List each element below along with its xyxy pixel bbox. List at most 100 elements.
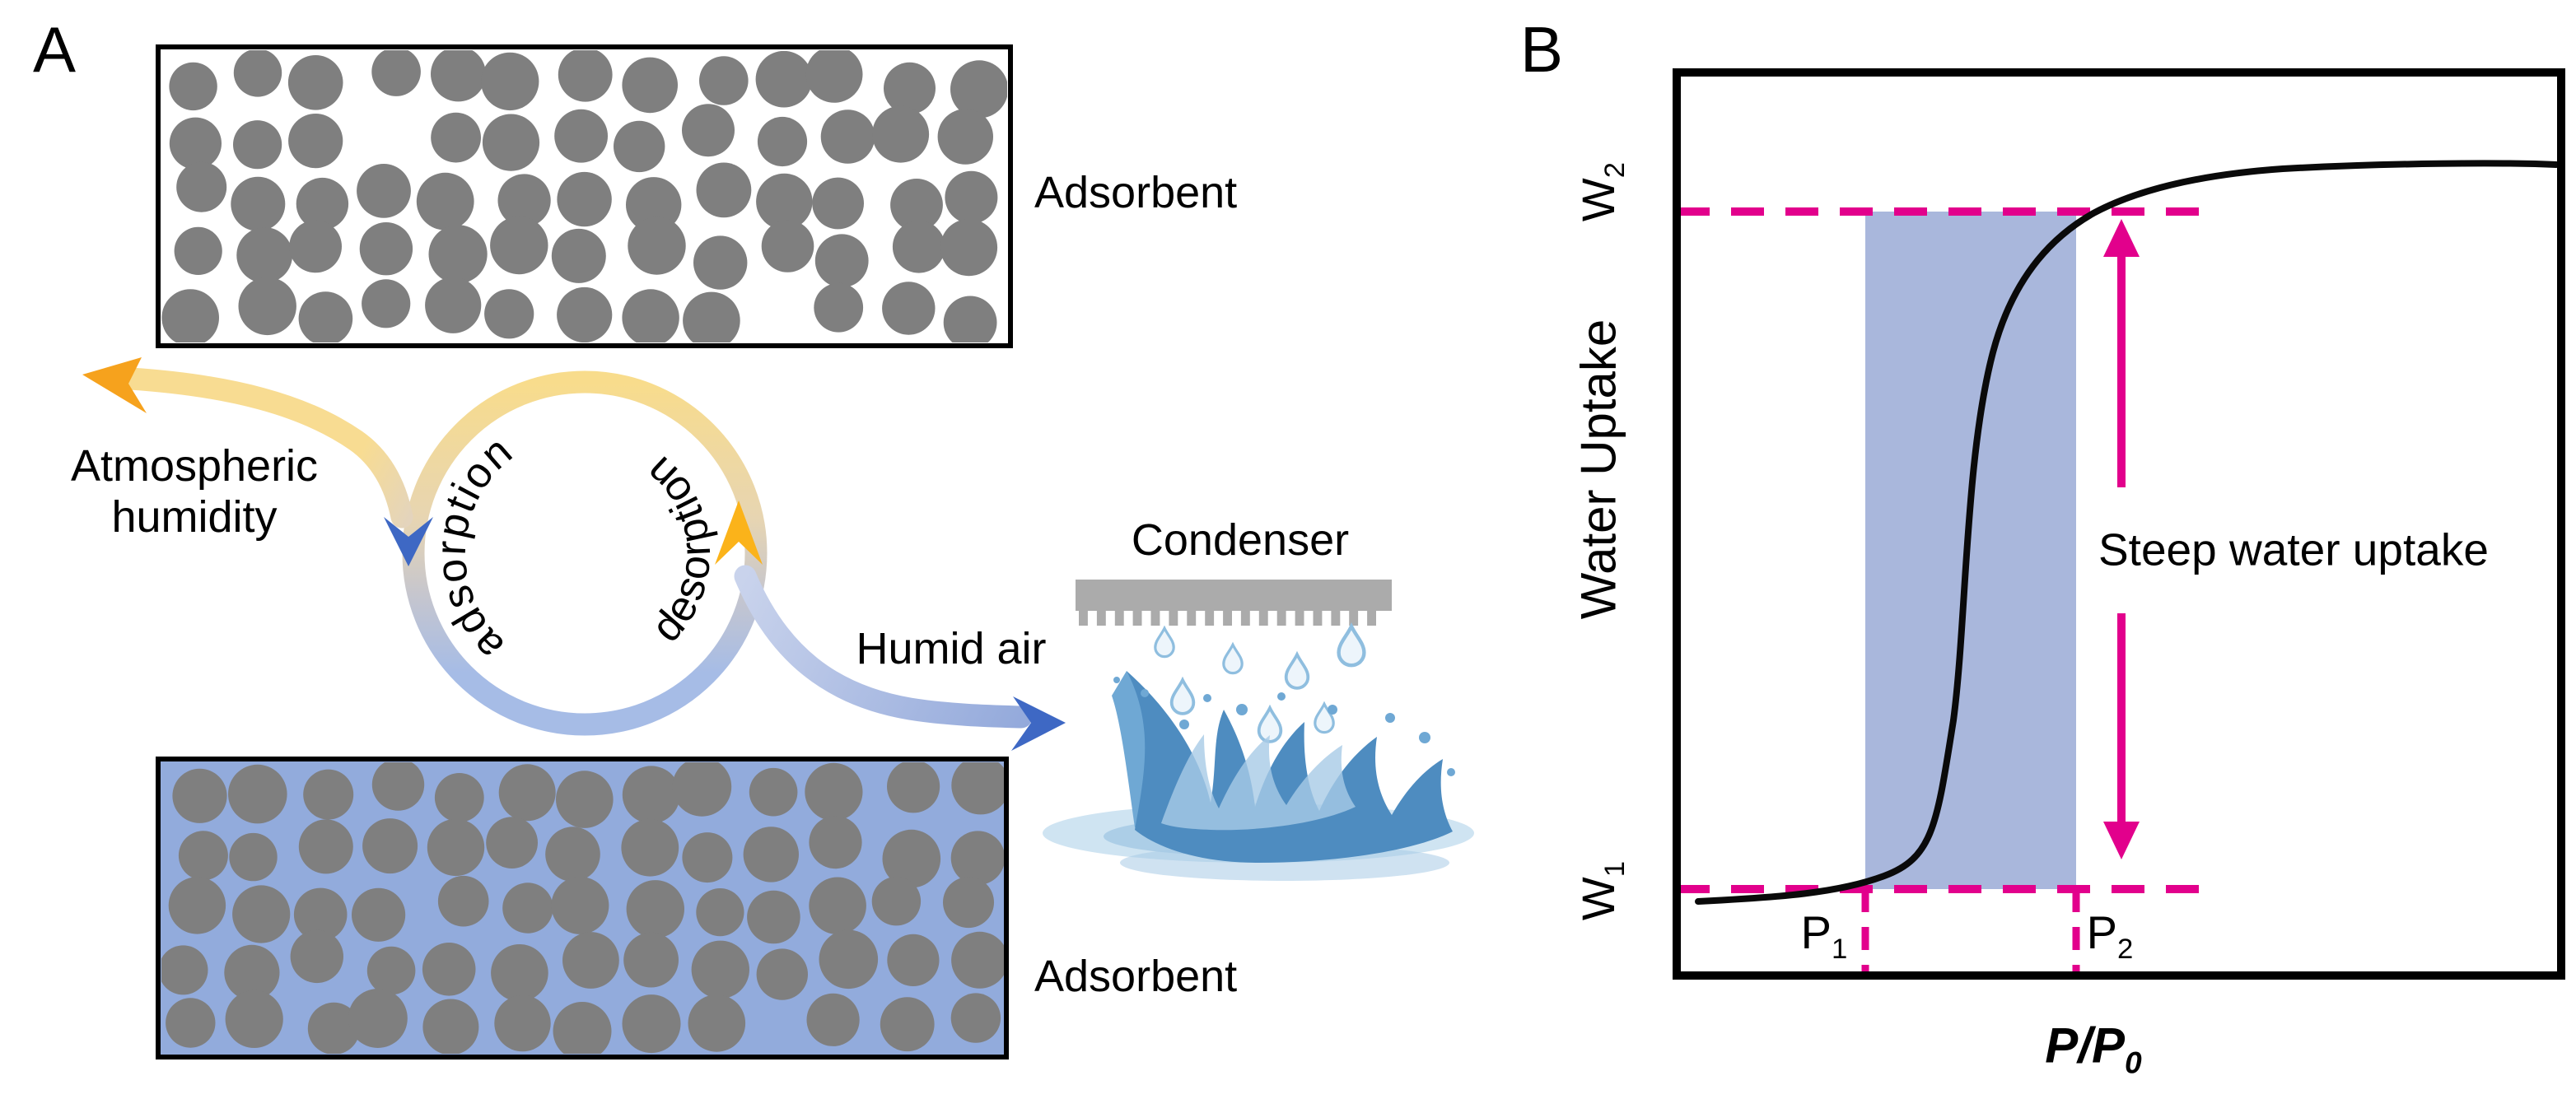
- adsorbent-particle: [490, 216, 548, 275]
- adsorbent-particle: [491, 944, 548, 1002]
- adsorbent-particle: [233, 120, 282, 170]
- p1-sub: 1: [1832, 933, 1848, 965]
- adsorbent-particle: [761, 220, 814, 272]
- droplet-icon: [1314, 701, 1335, 734]
- isotherm-curve: [1695, 160, 2560, 905]
- adsorbent-particle: [431, 50, 486, 102]
- adsorbent-particle: [950, 60, 1007, 119]
- adsorbent-particle: [293, 887, 348, 942]
- adsorbent-particle: [621, 818, 679, 877]
- adsorbent-particle: [290, 929, 343, 984]
- adsorbent-particles-bottom: [161, 762, 1004, 1054]
- adsorbent-particle: [887, 934, 940, 986]
- adsorbent-particle: [224, 944, 280, 1000]
- y-axis-title: Water Uptake: [1570, 319, 1626, 620]
- adsorbent-particle: [288, 114, 343, 169]
- adsorbent-particle: [756, 173, 813, 231]
- adsorbent-particle: [236, 227, 293, 283]
- adsorbent-particle: [871, 877, 922, 926]
- adsorbent-particle: [551, 876, 609, 934]
- adsorbent-particle: [225, 990, 283, 1048]
- adsorbent-particle: [623, 932, 679, 988]
- adsorbent-particle: [756, 948, 808, 1000]
- condenser-tooth: [1258, 609, 1268, 626]
- x-axis-base: P/P: [2045, 1018, 2126, 1073]
- adsorbent-particle: [622, 766, 680, 824]
- adsorbent-particle: [814, 282, 864, 333]
- condenser-tooth: [1240, 609, 1250, 626]
- adsorbent-particle: [622, 57, 678, 114]
- adsorbent-particle: [422, 943, 476, 996]
- adsorbent-particle: [366, 946, 416, 995]
- adsorbent-particle: [362, 279, 411, 328]
- adsorbent-particle: [231, 176, 286, 231]
- adsorbent-particle: [691, 940, 749, 999]
- adsorbent-particle: [172, 768, 227, 823]
- condenser-tooth: [1349, 609, 1359, 626]
- adsorbent-particle: [890, 179, 943, 231]
- adsorbent-particle: [872, 105, 930, 163]
- adsorbent-particle: [820, 109, 875, 164]
- condenser-label: Condenser: [1131, 515, 1350, 565]
- adsorbent-particle: [626, 177, 682, 233]
- adsorbent-particle: [747, 890, 800, 944]
- desorption-arc-text: desorption: [635, 446, 720, 651]
- condenser-tooth: [1187, 609, 1197, 626]
- humid-air-label: Humid air: [856, 623, 1047, 673]
- adsorbent-particle: [169, 62, 217, 111]
- adsorbent-particle: [699, 56, 749, 105]
- atmospheric-humidity-line2: humidity: [111, 492, 278, 542]
- adsorbent-particle: [554, 109, 608, 163]
- adsorbent-particle: [887, 762, 940, 813]
- adsorbent-particle: [484, 289, 534, 339]
- adsorbent-particle: [497, 174, 551, 227]
- adsorbent-particle: [486, 817, 538, 869]
- droplet-icon: [1154, 625, 1175, 659]
- adsorbent-particle: [357, 164, 411, 218]
- droplet-icon: [1257, 704, 1283, 743]
- adsorbent-particle: [809, 877, 866, 935]
- w2-base: W: [1571, 178, 1624, 222]
- adsorbent-particle: [884, 62, 936, 114]
- adsorbent-particle: [481, 52, 539, 111]
- adsorbent-particle: [805, 762, 863, 822]
- adsorbent-particle: [371, 762, 425, 811]
- adsorbent-particle: [352, 887, 406, 942]
- adsorbent-particle: [425, 277, 482, 333]
- adsorbent-particle: [166, 998, 216, 1048]
- adsorbent-particle: [289, 220, 342, 273]
- adsorbent-particle: [494, 994, 551, 1052]
- adsorbent-particle: [688, 994, 746, 1052]
- adsorbent-particle: [359, 222, 413, 276]
- adsorbent-particle: [178, 831, 228, 881]
- adsorption-chevron-icon: [384, 517, 433, 566]
- condenser-tooth: [1295, 609, 1304, 626]
- adsorbent-particle: [809, 816, 862, 869]
- humid-air-flow-arrow: [734, 565, 1033, 729]
- adsorbent-particle: [232, 885, 291, 943]
- adsorbent-particle: [812, 177, 864, 230]
- adsorbent-particle: [307, 1002, 360, 1054]
- adsorbent-particle: [287, 55, 343, 110]
- w1-sub: 1: [1598, 860, 1631, 878]
- adsorbent-particle: [229, 832, 278, 882]
- adsorbent-particle: [558, 50, 613, 102]
- condenser-tooth: [1079, 609, 1088, 626]
- adsorbent-particles-top: [161, 50, 1007, 342]
- adsorbent-particle: [882, 282, 936, 335]
- adsorbent-particle: [303, 769, 354, 820]
- water-splash-icon: [1043, 671, 1474, 881]
- adsorbent-particle: [174, 226, 222, 275]
- adsorbent-particle: [168, 877, 226, 934]
- adsorbent-particle: [557, 171, 612, 227]
- adsorbent-particle: [950, 993, 1001, 1043]
- adsorbent-particle: [422, 999, 479, 1054]
- condenser-tooth: [1114, 609, 1124, 626]
- adsorbent-particle: [557, 286, 613, 342]
- condenser-teeth: [1079, 609, 1376, 626]
- p2-base: P: [2086, 906, 2118, 958]
- humidity-inflow-arrow: [119, 367, 413, 529]
- steep-region-band: [1865, 212, 2076, 889]
- atmospheric-humidity-line1: Atmospheric: [70, 440, 319, 491]
